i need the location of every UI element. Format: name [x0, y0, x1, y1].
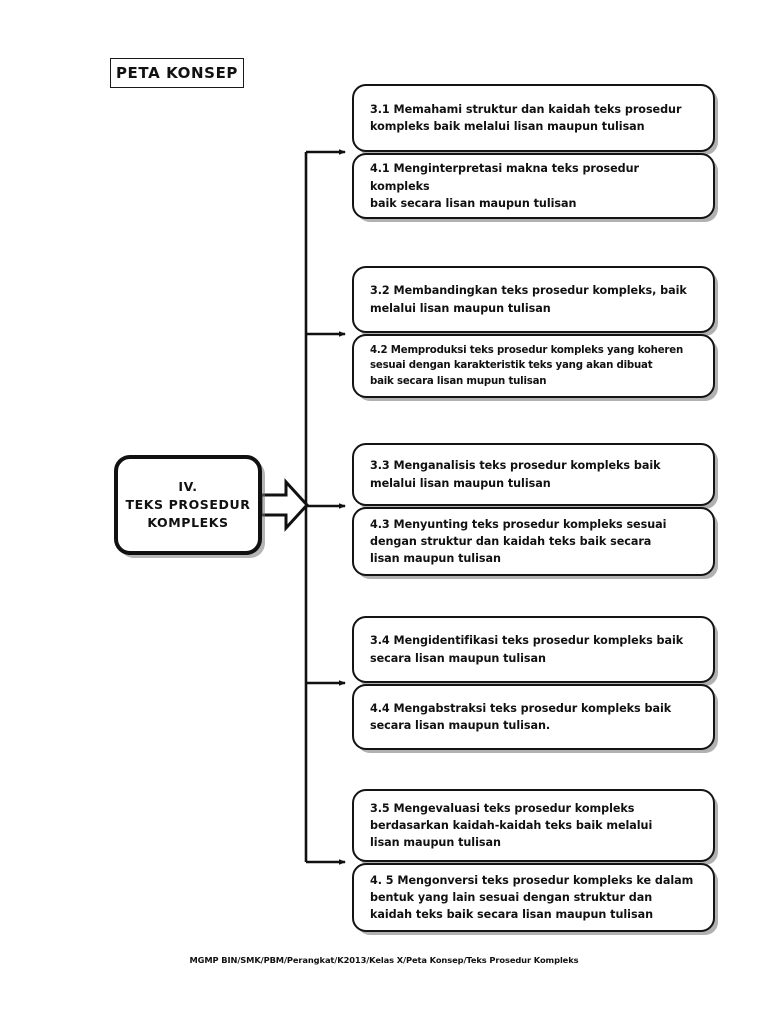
concept-box-4-1[interactable]: 4.1 Menginterpretasi makna teks prosedur…: [352, 153, 715, 219]
concept-box-text: 4.4 Mengabstraksi teks prosedur kompleks…: [370, 701, 672, 732]
group-2: 3.2 Membandingkan teks prosedur kompleks…: [352, 266, 715, 398]
page-title-badge: PETA KONSEP: [110, 58, 244, 88]
footer: MGMP BIN/SMK/PBM/Perangkat/K2013/Kelas X…: [0, 950, 768, 968]
concept-box-text: 3.2 Membandingkan teks prosedur kompleks…: [370, 284, 687, 315]
concept-box-3-2[interactable]: 3.2 Membandingkan teks prosedur kompleks…: [352, 266, 715, 333]
concept-box-3-1[interactable]: 3.1 Memahami struktur dan kaidah teks pr…: [352, 84, 715, 152]
center-node-line-2: TEKS PROSEDUR: [125, 496, 251, 512]
concept-box-text: 4.1 Menginterpretasi makna teks prosedur…: [370, 162, 639, 210]
concept-box-text: 3.1 Memahami struktur dan kaidah teks pr…: [370, 102, 682, 133]
center-node: IV. TEKS PROSEDUR KOMPLEKS: [114, 455, 262, 555]
group-4: 3.4 Mengidentifikasi teks prosedur kompl…: [352, 616, 715, 750]
concept-box-4-2[interactable]: 4.2 Memproduksi teks prosedur kompleks y…: [352, 334, 715, 398]
center-node-line-1: IV.: [178, 478, 198, 494]
concept-box-text: 3.4 Mengidentifikasi teks prosedur kompl…: [370, 634, 684, 665]
concept-box-4-5[interactable]: 4. 5 Mengonversi teks prosedur kompleks …: [352, 863, 715, 932]
concept-box-text: 4.2 Memproduksi teks prosedur kompleks y…: [370, 345, 684, 387]
group-3: 3.3 Menganalisis teks prosedur kompleks …: [352, 443, 715, 576]
concept-box-text: 4. 5 Mengonversi teks prosedur kompleks …: [370, 873, 694, 921]
group-5: 3.5 Mengevaluasi teks prosedur kompleks …: [352, 789, 715, 932]
concept-box-3-4[interactable]: 3.4 Mengidentifikasi teks prosedur kompl…: [352, 616, 715, 683]
concept-box-3-5[interactable]: 3.5 Mengevaluasi teks prosedur kompleks …: [352, 789, 715, 862]
center-node-line-3: KOMPLEKS: [147, 515, 229, 531]
concept-box-4-3[interactable]: 4.3 Menyunting teks prosedur kompleks se…: [352, 507, 715, 576]
concept-box-4-4[interactable]: 4.4 Mengabstraksi teks prosedur kompleks…: [352, 684, 715, 750]
block-arrow-right-icon: [259, 478, 310, 532]
concept-box-text: 3.3 Menganalisis teks prosedur kompleks …: [370, 459, 661, 490]
page-title: PETA KONSEP: [115, 64, 239, 82]
center-node-label: IV. TEKS PROSEDUR KOMPLEKS: [125, 478, 250, 532]
concept-box-3-3[interactable]: 3.3 Menganalisis teks prosedur kompleks …: [352, 443, 715, 506]
group-1: 3.1 Memahami struktur dan kaidah teks pr…: [352, 84, 715, 219]
concept-box-text: 3.5 Mengevaluasi teks prosedur kompleks …: [370, 801, 653, 849]
footer-path-text: MGMP BIN/SMK/PBM/Perangkat/K2013/Kelas X…: [189, 955, 579, 965]
concept-box-text: 4.3 Menyunting teks prosedur kompleks se…: [370, 517, 667, 565]
